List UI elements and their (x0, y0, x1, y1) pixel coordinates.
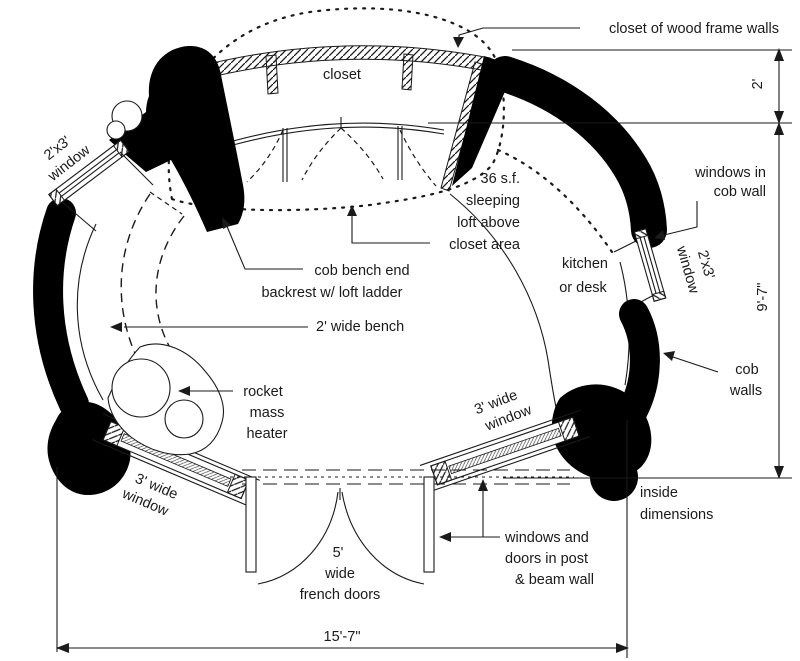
label-windows-in-cob: cob wall (714, 184, 766, 200)
door-swing-right (341, 491, 425, 585)
label-french-doors: french doors (300, 587, 381, 603)
closet-partition (265, 54, 279, 95)
rocket-mass-heater (107, 343, 224, 456)
label-post-beam: & beam wall (515, 572, 594, 588)
label-heater: mass (250, 405, 285, 421)
closet-right-return-wall (440, 61, 486, 192)
dimension-inside-height: 9'-7" (755, 283, 771, 312)
label-post-beam: windows and (504, 530, 589, 546)
french-doors (230, 469, 574, 585)
bench-seat-line (155, 215, 185, 367)
dimension-closet-depth: 2' (750, 78, 766, 89)
wall-upper-right (487, 56, 667, 248)
window-2x3-right (633, 228, 667, 302)
label-windows-in-cob: windows in (694, 165, 766, 181)
dimension-lines (56, 48, 792, 658)
label-kitchen: or desk (559, 280, 607, 296)
label-window-2x3-right: 2'x3' window (673, 244, 718, 296)
closet-partition (401, 53, 414, 91)
label-window-3ft-right: 3' wide window (472, 387, 534, 435)
heater-barrel-small (164, 399, 204, 439)
label-heater: rocket (243, 384, 283, 400)
label-bench: 2' wide bench (316, 319, 404, 335)
wall-left (33, 198, 89, 419)
label-cob-bench: cob bench end (314, 263, 409, 279)
label-french-doors: 5' (333, 545, 344, 561)
label-cob-bench: backrest w/ loft ladder (261, 285, 402, 301)
door-frame-left (245, 476, 257, 573)
label-sleeping-loft: closet area (449, 237, 521, 253)
label-cob-walls: walls (729, 383, 762, 399)
label-post-beam: doors in post (505, 551, 588, 567)
heater-barrel-large (111, 358, 171, 418)
door-frame-right (423, 476, 435, 573)
dimension-inside-width: 15'-7" (324, 629, 361, 645)
label-inside-dimensions: dimensions (640, 507, 713, 523)
label-closet: closet (323, 67, 361, 83)
label-sleeping-loft: sleeping (466, 193, 520, 209)
leader-lines (110, 27, 719, 542)
label-window-3ft-left: 3' wide window (119, 471, 180, 520)
label-cob-walls: cob (735, 362, 758, 378)
label-french-doors: wide (324, 566, 355, 582)
label-heater: heater (246, 426, 287, 442)
door-swing-left (257, 491, 339, 585)
label-kitchen: kitchen (562, 256, 608, 272)
label-inside-dimensions: inside (640, 485, 678, 501)
round-post-small (106, 120, 126, 140)
wall-top-left (109, 45, 245, 233)
label-closet-wood-frame: closet of wood frame walls (609, 21, 779, 37)
label-line: 2'x3' (694, 249, 717, 281)
window-3ft-right (419, 409, 591, 493)
window-2x3-left (48, 139, 130, 207)
loft-dotted-outline (167, 7, 614, 254)
label-sleeping-loft: loft above (457, 215, 520, 231)
label-sleeping-loft: 36 s.f. (481, 171, 521, 187)
cob-wall-masses (33, 45, 667, 501)
